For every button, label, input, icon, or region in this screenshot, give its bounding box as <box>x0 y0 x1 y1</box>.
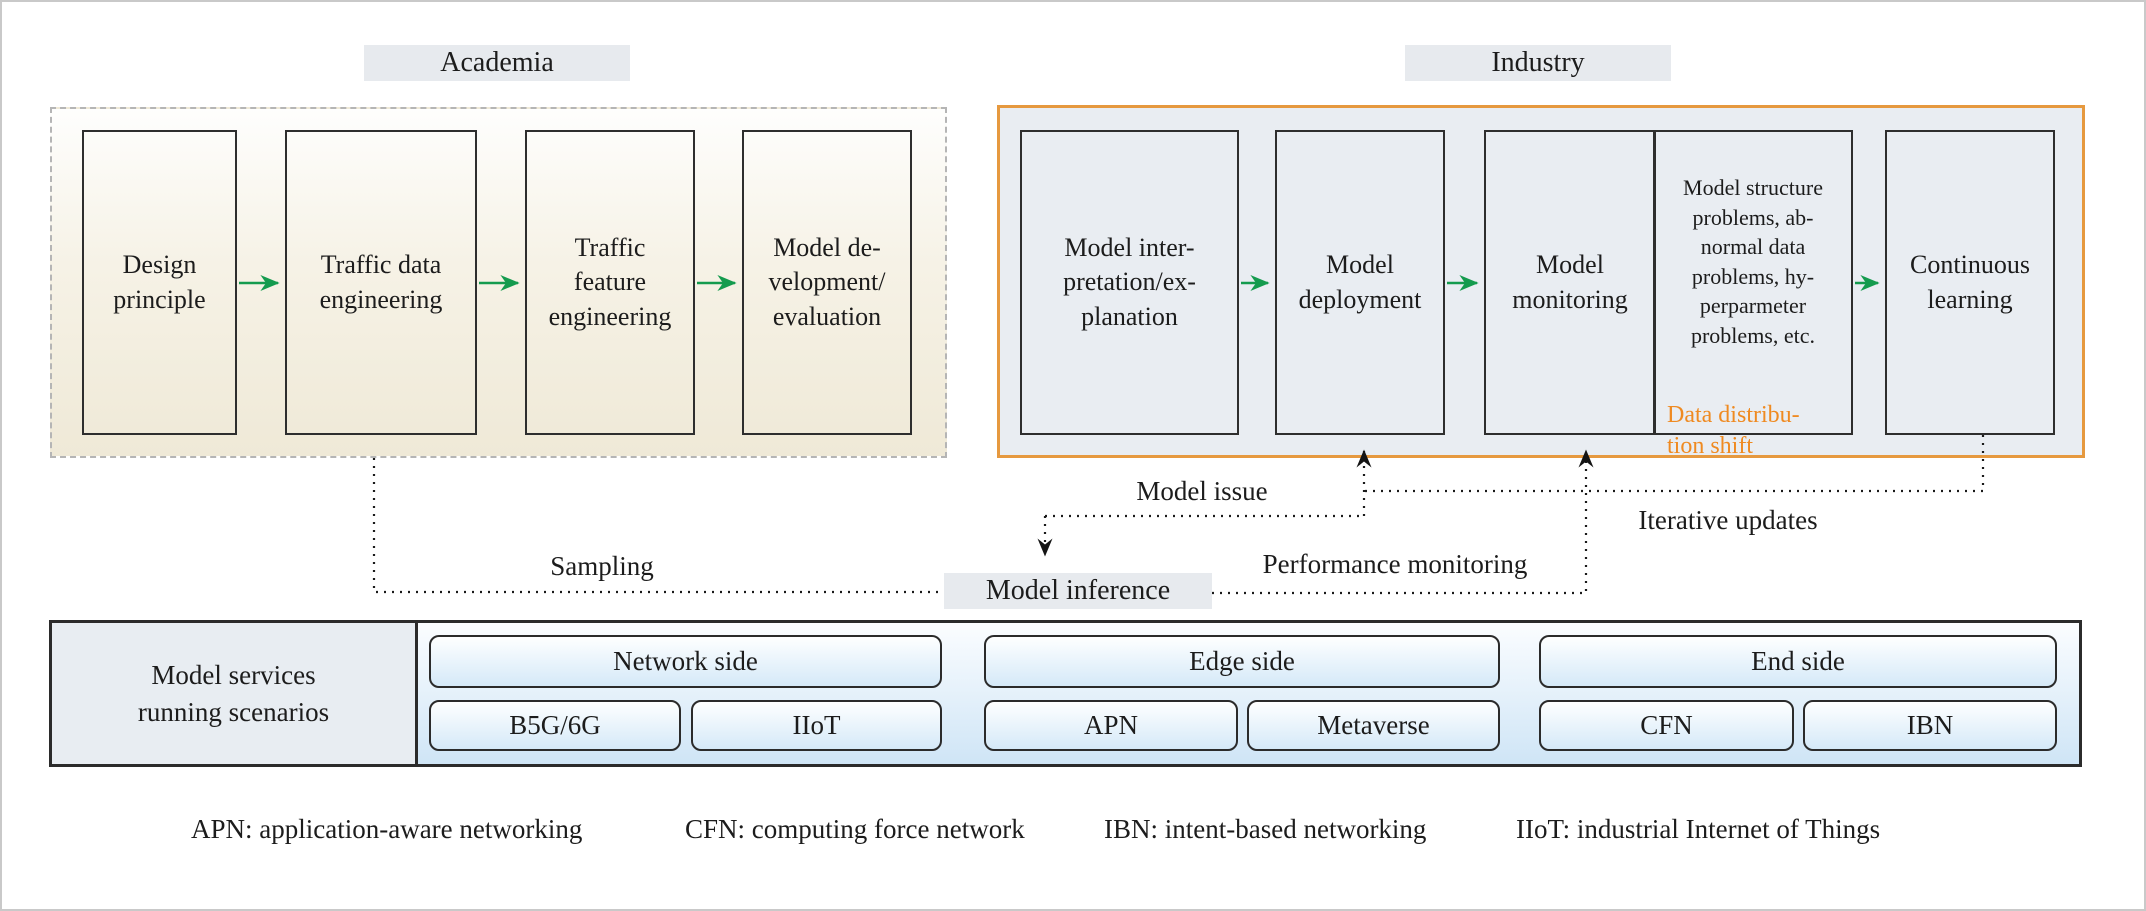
model-issue-label: Model issue <box>1136 476 1268 506</box>
scenario-header-network-side: Network side <box>429 635 942 688</box>
step-box-traffic-data-engineering: Traffic data engineering <box>285 130 477 435</box>
legend-ibn: IBN: intent-based networking <box>1104 814 1427 844</box>
step-box-design-principle: Design principle <box>82 130 237 435</box>
scenario-item-cfn: CFN <box>1539 700 1794 751</box>
scenario-item-metaverse: Metaverse <box>1247 700 1500 751</box>
model-issues-text: Model structure problems, ab- normal dat… <box>1683 175 1823 348</box>
step-box-model-deployment: Model deployment <box>1275 130 1445 435</box>
sampling-label: Sampling <box>550 551 654 581</box>
academia-label: Academia <box>364 45 630 81</box>
step-box-model-development-evaluation: Model de- velopment/ evaluation <box>742 130 912 435</box>
scenario-item-b5g-6g: B5G/6G <box>429 700 681 751</box>
iterative-updates-label: Iterative updates <box>1638 505 1818 535</box>
model-issues-panel: Model structure problems, ab- normal dat… <box>1653 130 1853 459</box>
legend-cfn: CFN: computing force network <box>685 814 1025 844</box>
legend-iiot: IIoT: industrial Internet of Things <box>1516 814 1881 844</box>
scenario-item-iiot: IIoT <box>691 700 942 751</box>
scenario-header-edge-side: Edge side <box>984 635 1500 688</box>
scenario-item-apn: APN <box>984 700 1238 751</box>
scenario-header-end-side: End side <box>1539 635 2057 688</box>
industry-container <box>997 105 2085 458</box>
legend-apn: APN: application-aware networking <box>191 814 583 844</box>
model-inference-label: Model inference <box>944 573 1212 609</box>
step-box-model-interpretation-explanation: Model inter- pretation/ex- planation <box>1020 130 1239 435</box>
scenarios-title: Model services running scenarios <box>52 623 418 764</box>
scenario-item-ibn: IBN <box>1803 700 2057 751</box>
step-box-traffic-feature-engineering: Traffic feature engineering <box>525 130 695 435</box>
step-box-model-monitoring: Model monitoring <box>1484 130 1656 435</box>
step-box-continuous-learning: Continuous learning <box>1885 130 2055 435</box>
performance-monitoring-label: Performance monitoring <box>1262 549 1528 579</box>
data-distribution-shift-text: Data distribu- tion shift <box>1667 402 1800 460</box>
industry-label: Industry <box>1405 45 1671 81</box>
